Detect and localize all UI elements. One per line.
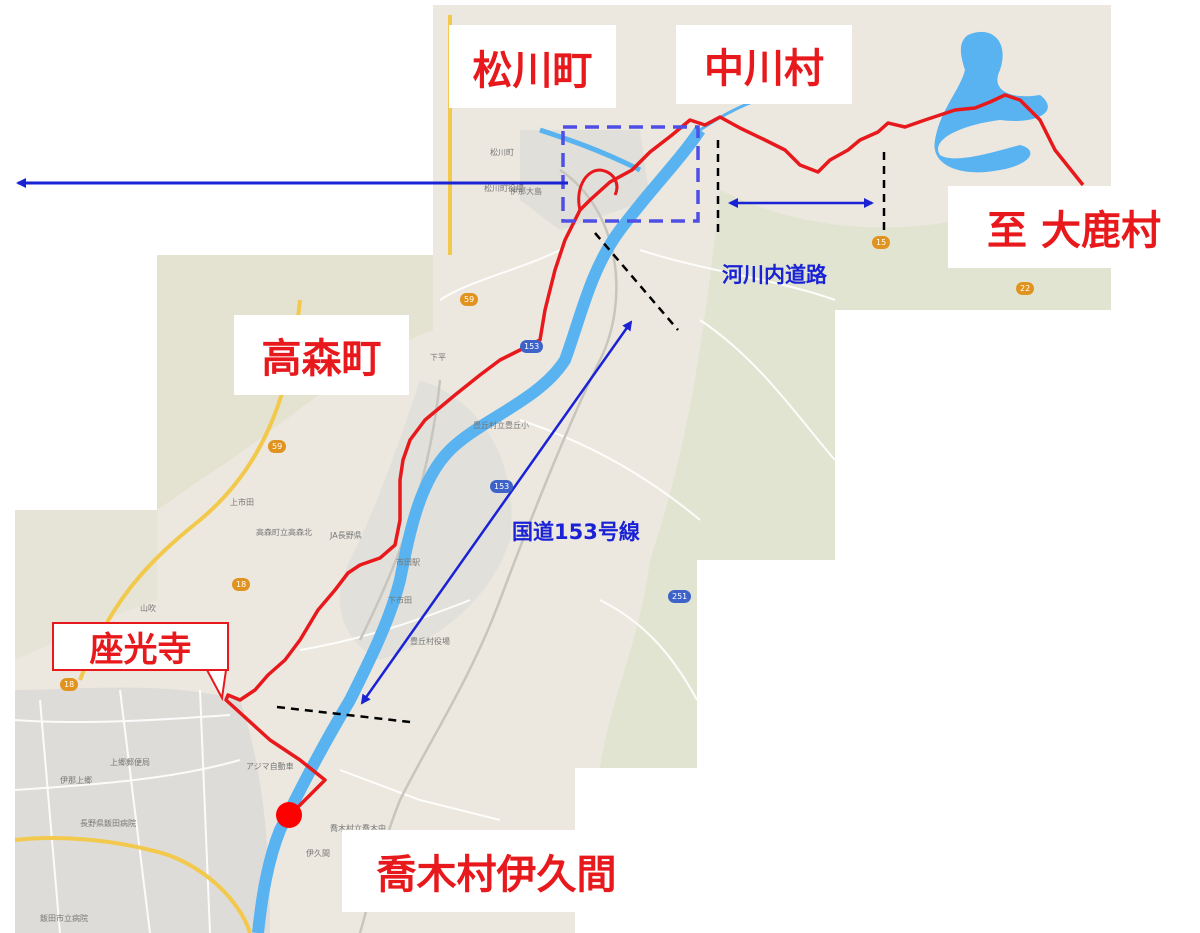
map-label-iida-hospital: 飯田市立病院 [40, 914, 88, 923]
divider-lines [276, 140, 886, 724]
map-label-toyooka-office: 豊丘村役場 [410, 637, 450, 646]
highlight-box [561, 125, 700, 223]
map-label-matsukawa-office: 松川町役場 [484, 184, 524, 193]
route-shield: 18 [60, 678, 79, 691]
route-shield: 153 [520, 340, 544, 353]
map-label-ja: JA長野県 [330, 531, 362, 540]
map-label-ikuma: 伊久間 [306, 849, 330, 858]
route-shield: 153 [490, 480, 514, 493]
map-label-hospital: 長野県飯田病院 [80, 819, 136, 828]
route-shield: 59 [268, 440, 287, 453]
map-label-takagi-school: 喬木村立喬木中 [330, 824, 386, 833]
route-shield: 18 [232, 578, 251, 591]
label-matsukawa: 松川町 [449, 25, 616, 108]
route-shield: 15 [872, 236, 891, 249]
map-label-matsukawa: 松川町 [490, 148, 514, 157]
route-loop [577, 168, 619, 211]
route153-arrow [360, 320, 633, 705]
route-shield: 59 [460, 293, 479, 306]
map-label-shimoichida: 下市田 [388, 596, 412, 605]
route-shield: 22 [1016, 282, 1035, 295]
label-oshika: 至 大鹿村 [948, 186, 1200, 268]
river-branch [539, 127, 642, 173]
map-label-ina-oshima: 伊那大島 [510, 187, 542, 196]
map-label-yamabuki: 山吹 [140, 604, 156, 613]
map-label-kamigo: 上郷郵便局 [110, 758, 150, 767]
map-label-shimodaira: 下平 [430, 353, 446, 362]
minor-roads [14, 249, 836, 933]
map-label-azuma: アジマ自動車 [246, 762, 294, 771]
river-road-label: 河川内道路 [722, 263, 827, 287]
map-label-takamori-kita: 高森町立高森北 [256, 528, 312, 537]
label-takagi-ikuma: 喬木村伊久間 [342, 830, 651, 912]
label-zakoji: 座光寺 [52, 622, 229, 671]
map-label-ichida: 市田駅 [396, 558, 420, 567]
route153-label: 国道153号線 [512, 520, 640, 544]
map-label-toyooka-school: 豊丘村立豊丘小 [473, 421, 529, 430]
map-label-kamiichida: 上市田 [230, 498, 254, 507]
route-shield: 251 [668, 590, 692, 603]
route-line [224, 93, 1085, 817]
map-label-ina-kamisato: 伊那上郷 [60, 776, 92, 785]
label-takamori: 高森町 [234, 315, 409, 395]
endpoint-marker[interactable] [276, 802, 302, 828]
label-nakagawa: 中川村 [676, 25, 852, 104]
